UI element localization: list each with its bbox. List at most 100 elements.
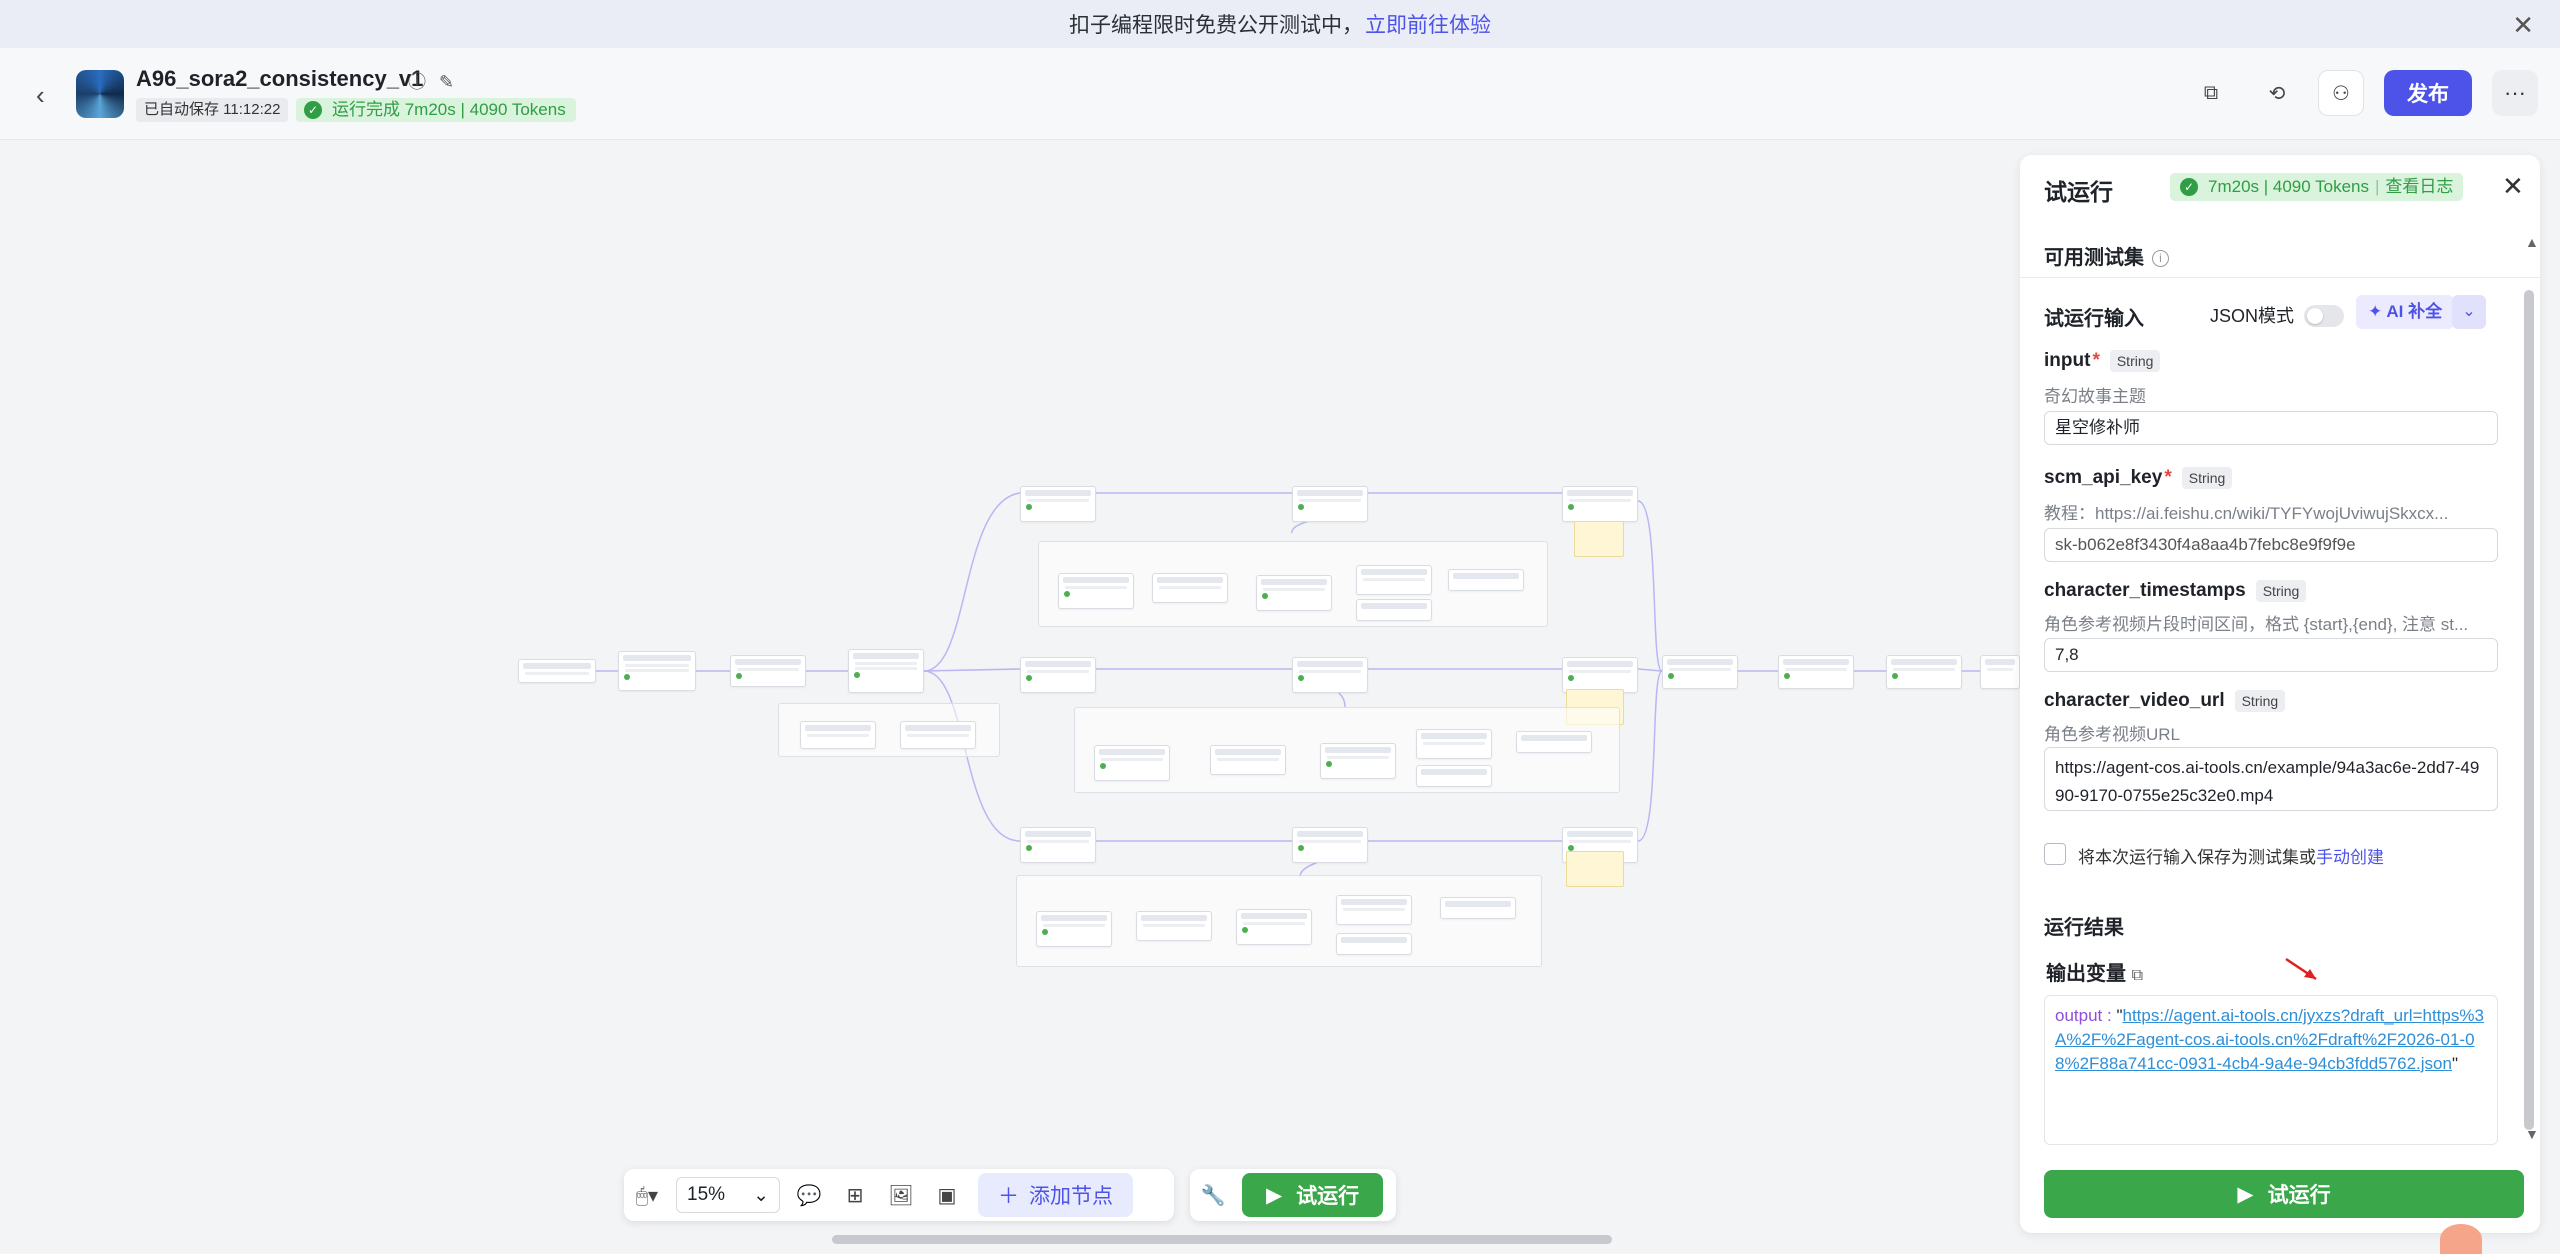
timestamps-field[interactable]: 7,8 <box>2044 638 2498 672</box>
workflow-node[interactable] <box>1448 569 1524 591</box>
banner-text: 扣子编程限时免费公开测试中， <box>1069 14 1363 37</box>
workflow-node[interactable] <box>1036 911 1112 947</box>
mouse-mode-icon[interactable]: 🖱▾ <box>635 1184 659 1207</box>
back-arrow-icon[interactable]: ‹ <box>36 80 45 110</box>
zoom-value: 15% <box>687 1184 726 1205</box>
json-mode-toggle[interactable]: JSON模式 <box>2210 302 2345 328</box>
image-icon[interactable]: 🖼 <box>888 1184 914 1207</box>
workflow-node[interactable] <box>848 649 924 693</box>
try-run-toolbar-button[interactable]: ▶ 试运行 <box>1242 1173 1384 1217</box>
output-vars-heading: 输出变量 ⧉ <box>2046 963 2143 985</box>
start-node[interactable] <box>518 659 596 683</box>
field-desc: 奇幻故事主题 <box>2044 387 2146 406</box>
workflow-node[interactable] <box>1020 486 1096 522</box>
workflow-node[interactable] <box>1020 657 1096 693</box>
copy-icon[interactable]: ⧉ <box>2131 967 2143 984</box>
input-field[interactable]: 星空修补师 <box>2044 411 2498 445</box>
api-key-field[interactable]: sk-b062e8f3430f4a8aa4b7febc8e9f9f9e <box>2044 528 2498 562</box>
field-label-scm-api-key: scm_api_key*String <box>2044 467 2233 489</box>
chevron-down-icon[interactable]: ⌄ <box>2452 295 2486 329</box>
panel-scrollbar[interactable] <box>2524 290 2534 1130</box>
workflow-canvas[interactable] <box>0 141 2020 1247</box>
close-icon[interactable]: ✕ <box>2512 10 2534 40</box>
sparkle-icon: ✦ <box>2368 302 2383 321</box>
edit-icon[interactable]: ✎ <box>439 72 455 92</box>
workflow-node[interactable] <box>1516 731 1592 753</box>
copy-icon[interactable]: ⧉ <box>2203 81 2219 104</box>
field-label-input: input*String <box>2044 350 2161 372</box>
comment-icon[interactable]: 💬 <box>796 1184 822 1207</box>
workflow-node[interactable] <box>1256 575 1332 611</box>
add-node-button[interactable]: ＋添加节点 <box>978 1173 1133 1217</box>
workflow-node[interactable] <box>1778 655 1854 689</box>
try-run-label: 试运行 <box>1296 1185 1360 1208</box>
workflow-node[interactable] <box>1440 897 1516 919</box>
workflow-node[interactable] <box>1336 933 1412 955</box>
history-icon[interactable]: ⟲ <box>2268 82 2286 105</box>
workflow-node[interactable] <box>1320 743 1396 779</box>
minimap-icon[interactable]: ▣ <box>937 1184 957 1207</box>
workflow-node[interactable] <box>730 655 806 687</box>
results-heading: 运行结果 <box>2044 917 2124 939</box>
close-icon[interactable]: ✕ <box>2502 171 2524 201</box>
workflow-node[interactable] <box>1020 827 1096 863</box>
workflow-node[interactable] <box>1562 486 1638 522</box>
workflow-node[interactable] <box>618 651 696 691</box>
workflow-node[interactable] <box>1416 729 1492 759</box>
try-run-panel-label: 试运行 <box>2267 1184 2331 1207</box>
workflow-node[interactable] <box>1336 895 1412 925</box>
mascot-avatar[interactable] <box>2440 1224 2482 1254</box>
workflow-node[interactable] <box>1980 655 2020 689</box>
type-tag: String <box>2234 690 2286 712</box>
run-summary-text: 7m20s | 4090 Tokens <box>2208 177 2369 196</box>
workflow-node[interactable] <box>1886 655 1962 689</box>
view-log-link[interactable]: 查看日志 <box>2385 177 2454 196</box>
workflow-node[interactable] <box>1416 765 1492 787</box>
output-result-box: output : "https://agent.ai-tools.cn/jyxz… <box>2044 995 2498 1145</box>
publish-button[interactable]: 发布 <box>2384 70 2472 116</box>
workflow-node[interactable] <box>1292 657 1368 693</box>
workflow-node[interactable] <box>1292 827 1368 863</box>
play-icon: ▶ <box>1266 1183 1283 1207</box>
more-menu-button[interactable]: ··· <box>2492 70 2538 116</box>
note-card[interactable] <box>1566 851 1624 887</box>
video-url-field[interactable]: https://agent-cos.ai-tools.cn/example/94… <box>2044 747 2498 811</box>
workflow-node[interactable] <box>800 721 876 749</box>
banner-link[interactable]: 立即前往体验 <box>1365 14 1491 37</box>
workflow-node[interactable] <box>900 721 976 749</box>
divider <box>2020 277 2540 278</box>
workflow-node[interactable] <box>1058 573 1134 609</box>
workflow-node[interactable] <box>1136 911 1212 941</box>
layout-icon[interactable]: ⊞ <box>846 1184 864 1207</box>
try-run-panel-button[interactable]: ▶试运行 <box>2044 1170 2524 1218</box>
workflow-node[interactable] <box>1210 745 1286 775</box>
workflow-node[interactable] <box>1152 573 1228 603</box>
field-desc: 角色参考视频URL <box>2044 725 2181 744</box>
info-icon[interactable]: i <box>2152 250 2169 267</box>
run-input-heading: 试运行输入 <box>2044 308 2144 330</box>
wrench-icon[interactable]: 🔧 <box>1200 1184 1226 1207</box>
scroll-up-arrow[interactable]: ▲ <box>2525 234 2539 250</box>
manual-create-link[interactable]: 手动创建 <box>2316 848 2384 867</box>
workflow-node[interactable] <box>1356 599 1432 621</box>
workflow-node[interactable] <box>1562 657 1638 693</box>
horizontal-scrollbar[interactable] <box>832 1235 1612 1244</box>
workflow-node[interactable] <box>1236 909 1312 945</box>
info-icon[interactable]: ⓘ <box>408 72 426 92</box>
note-card[interactable] <box>1574 521 1624 557</box>
workflow-node[interactable] <box>1292 486 1368 522</box>
save-test-set-checkbox[interactable] <box>2044 843 2066 865</box>
save-test-set-text: 将本次运行输入保存为测试集或手动创建 <box>2078 848 2384 867</box>
toggle-switch[interactable] <box>2304 305 2345 327</box>
workflow-node[interactable] <box>1356 565 1432 595</box>
workflow-node[interactable] <box>1094 745 1170 781</box>
scroll-down-arrow[interactable]: ▼ <box>2525 1126 2539 1142</box>
workflow-node[interactable] <box>1662 655 1738 689</box>
zoom-select[interactable]: 15%⌄ <box>676 1177 780 1213</box>
field-desc: 教程：https://ai.feishu.cn/wiki/TYFYwojUviw… <box>2044 504 2449 523</box>
output-link[interactable]: https://agent.ai-tools.cn/jyxzs?draft_ur… <box>2055 1006 2484 1073</box>
collaborators-icon[interactable]: ⚇ <box>2318 70 2364 116</box>
type-tag: String <box>2109 350 2161 372</box>
ai-fill-button[interactable]: ✦ AI 补全 <box>2356 295 2455 329</box>
